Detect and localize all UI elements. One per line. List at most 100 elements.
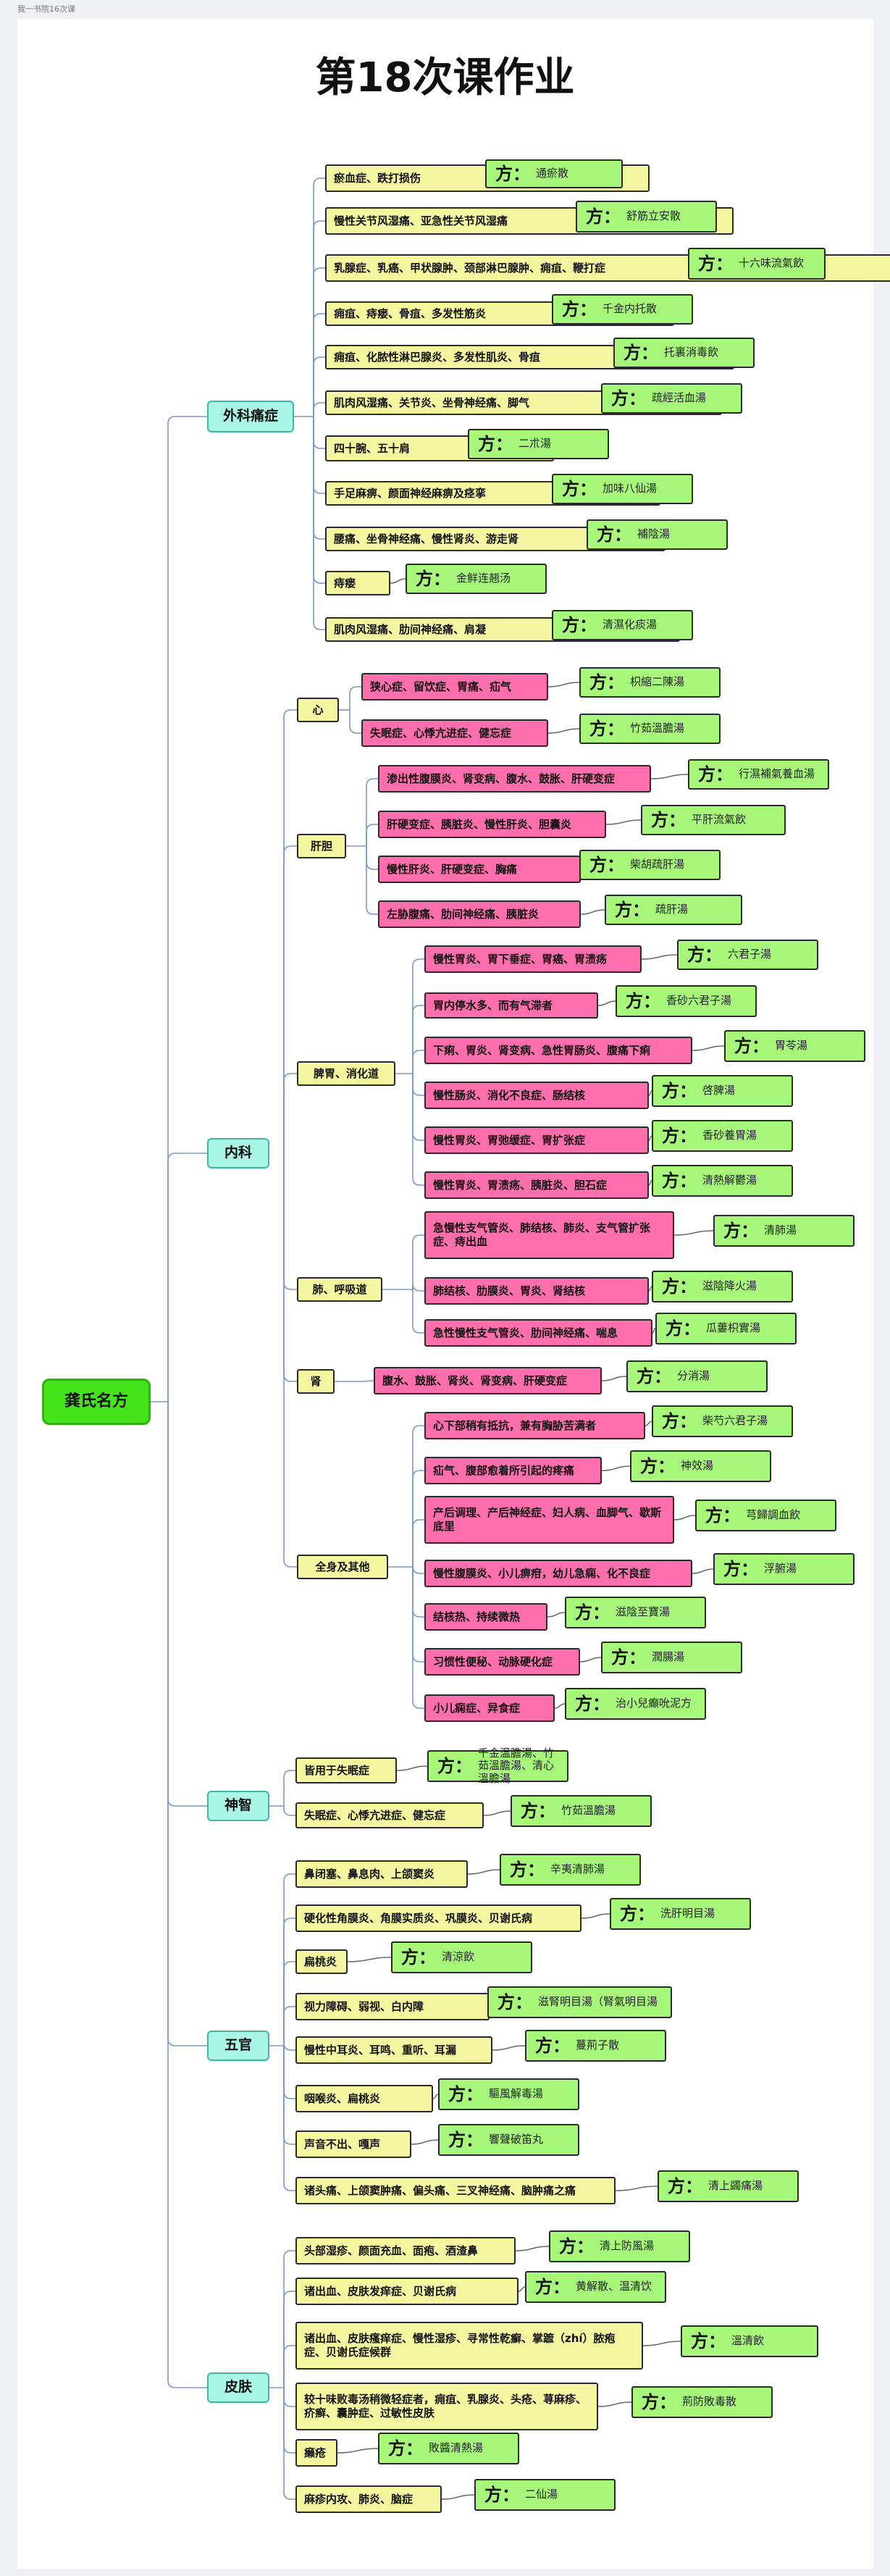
symptom-node[interactable]: 皆用于失眠症 [295,1757,397,1783]
formula-node[interactable]: 方：滋腎明目湯（腎氣明目湯 [487,1986,672,2018]
category-node[interactable]: 外科痛症 [207,401,294,432]
category-node[interactable]: 神智 [207,1791,269,1821]
category-node[interactable]: 五官 [207,2031,269,2061]
subcategory-node[interactable]: 肺、呼吸道 [297,1277,382,1302]
symptom-node[interactable]: 扁桃炎 [295,1949,348,1974]
formula-node[interactable]: 方：金鲜连翘汤 [406,564,547,594]
symptom-node[interactable]: 胃内停水多、而有气滞者 [424,992,598,1019]
formula-node[interactable]: 方：黄解散、温清饮 [525,2271,666,2303]
symptom-node[interactable]: 产后调理、产后神经症、妇人病、血脚气、歇斯底里 [424,1496,674,1544]
formula-node[interactable]: 方：行濕補氣養血湯 [688,759,829,790]
symptom-node[interactable]: 心下部稍有抵抗，兼有胸胁苦满者 [424,1412,645,1439]
formula-node[interactable]: 方：平肝流氣飲 [641,805,786,835]
formula-node[interactable]: 方：潤腸湯 [601,1642,742,1673]
formula-node[interactable]: 方：竹茹溫膽湯 [511,1795,652,1827]
document-tab-label[interactable]: 我一书院16次课 [17,4,75,14]
symptom-node[interactable]: 诸出血、皮肤瘙痒症、慢性湿疹、寻常性乾癬、掌蹠（zhí）脓疱症、贝谢氏症候群 [295,2322,643,2370]
formula-node[interactable]: 方：啓脾湯 [652,1075,793,1107]
root-node[interactable]: 龚氏名方 [42,1379,151,1425]
symptom-node[interactable]: 较十味败毒汤稍微轻症者，痈疽、乳腺炎、头疮、荨麻疹、疥癣、囊肿症、过敏性皮肤 [295,2383,598,2430]
symptom-node[interactable]: 慢性胃炎、胃溃疡、胰脏炎、胆石症 [424,1171,649,1199]
formula-node[interactable]: 方：舒筋立安散 [576,201,717,233]
symptom-node[interactable]: 慢性肠炎、消化不良症、肠结核 [424,1082,649,1109]
category-node[interactable]: 内科 [207,1138,269,1168]
symptom-node[interactable]: 慢性腹膜炎、小儿痹疳，幼儿急痫、化不良症 [424,1560,692,1587]
symptom-node[interactable]: 急慢性支气管炎、肺结核、肺炎、支气管扩张症、痔出血 [424,1211,674,1259]
symptom-node[interactable]: 肺结核、肋膜炎、胃炎、肾结核 [424,1277,649,1305]
symptom-node[interactable]: 咽喉炎、扁桃炎 [295,2085,433,2112]
formula-node[interactable]: 方：驅風解毒湯 [438,2078,579,2110]
symptom-node[interactable]: 左胁腹痛、肋间神经痛、胰脏炎 [378,900,581,928]
symptom-node[interactable]: 肝硬变症、胰脏炎、慢性肝炎、胆囊炎 [378,811,606,838]
symptom-node[interactable]: 渗出性腹膜炎、肾变病、腹水、鼓胀、肝硬变症 [378,765,651,793]
formula-node[interactable]: 方：柴胡疏肝湯 [579,850,721,880]
formula-node[interactable]: 方：清肺湯 [713,1215,855,1247]
symptom-node[interactable]: 腹水、鼓胀、肾炎、肾变病、肝硬变症 [374,1367,602,1394]
formula-node[interactable]: 方：辛夷清肺湯 [500,1854,641,1886]
formula-node[interactable]: 方：千金温膽湯、竹茹溫膽湯、清心溫膽湯 [427,1747,568,1784]
formula-node[interactable]: 方：浮腑湯 [713,1553,855,1585]
formula-node[interactable]: 方：敗醬清熱湯 [378,2433,519,2464]
formula-node[interactable]: 方：胃苓湯 [724,1030,865,1062]
symptom-node[interactable]: 声音不出、嘎声 [295,2130,411,2158]
formula-node[interactable]: 方：響聲破笛丸 [438,2124,579,2156]
formula-node[interactable]: 方：枳縮二陳湯 [579,667,721,698]
symptom-node[interactable]: 慢性胃炎、胃下垂症、胃癌、胃溃疡 [424,945,642,973]
formula-node[interactable]: 方：香砂六君子湯 [616,985,757,1017]
symptom-node[interactable]: 鼻闭塞、鼻息肉、上颌窦炎 [295,1860,468,1888]
symptom-node[interactable]: 下痢、胃炎、肾变病、急性胃肠炎、腹痛下痢 [424,1037,692,1064]
formula-node[interactable]: 方：柴芍六君子湯 [652,1405,793,1437]
formula-node[interactable]: 方：竹茹溫膽湯 [579,714,721,744]
formula-node[interactable]: 方：神效湯 [630,1450,771,1482]
formula-node[interactable]: 方：二朮湯 [468,429,609,459]
formula-node[interactable]: 方：荊防敗毒散 [631,2386,773,2418]
category-node[interactable]: 皮肤 [207,2372,269,2403]
symptom-node[interactable]: 小儿痫症、异食症 [424,1694,555,1722]
subcategory-node[interactable]: 脾胃、消化道 [297,1061,395,1086]
symptom-node[interactable]: 急性慢性支气管炎、肋间神经痛、喘息 [424,1319,652,1347]
formula-node[interactable]: 方：蔓荊子散 [525,2030,666,2062]
subcategory-node[interactable]: 心 [297,698,339,722]
subcategory-node[interactable]: 肝胆 [297,834,346,858]
formula-node[interactable]: 方：六君子湯 [677,940,818,970]
formula-node[interactable]: 方：芎歸調血飲 [695,1500,836,1531]
symptom-node[interactable]: 头部湿疹、颜面充血、面疱、酒渣鼻 [295,2237,516,2265]
formula-node[interactable]: 方：分消湯 [626,1360,768,1392]
formula-node[interactable]: 方：加味八仙湯 [552,474,693,504]
symptom-node[interactable]: 诸头痛、上颌窦肿痛、偏头痛、三叉神经痛、脑肿痛之痛 [295,2177,616,2204]
symptom-node[interactable]: 习惯性便秘、动脉硬化症 [424,1648,580,1676]
symptom-node[interactable]: 失眠症、心悸亢进症、健忘症 [295,1802,484,1828]
formula-node[interactable]: 方：滋陰降火湯 [652,1271,793,1302]
symptom-node[interactable]: 慢性中耳炎、耳鸣、重听、耳漏 [295,2036,492,2064]
formula-node[interactable]: 方：疏經活血湯 [601,383,742,414]
symptom-node[interactable]: 痔瘘 [325,571,390,595]
symptom-node[interactable]: 诸出血、皮肤发痒症、贝谢氏病 [295,2278,519,2305]
formula-node[interactable]: 方：托裏消毒飲 [613,338,755,368]
symptom-node[interactable]: 慢性肝炎、肝硬变症、胸痛 [378,856,581,883]
formula-node[interactable]: 方：千金内托散 [552,294,693,325]
formula-node[interactable]: 方：補陰湯 [587,519,728,550]
formula-node[interactable]: 方：二仙湯 [474,2479,616,2511]
formula-node[interactable]: 方：通瘀散 [485,159,623,188]
symptom-node[interactable]: 癞疮 [295,2439,337,2467]
symptom-node[interactable]: 结核热、持续微热 [424,1603,547,1631]
symptom-node[interactable]: 麻疹内攻、肺炎、脑症 [295,2485,442,2513]
formula-node[interactable]: 方：滋陰至寶湯 [565,1597,706,1628]
formula-node[interactable]: 方：治小兒癲吮泥方 [565,1688,706,1720]
formula-node[interactable]: 方：清涼飲 [391,1941,532,1973]
formula-node[interactable]: 方：清上蠲痛湯 [658,2170,799,2202]
symptom-node[interactable]: 狭心症、留饮症、胃痛、疝气 [361,673,548,701]
formula-node[interactable]: 方：溫清飲 [681,2325,818,2357]
formula-node[interactable]: 方：洗肝明目湯 [610,1898,751,1930]
formula-node[interactable]: 方：清熱解鬱湯 [652,1165,793,1197]
symptom-node[interactable]: 视力障碍、弱视、白内障 [295,1993,490,2020]
formula-node[interactable]: 方：香砂養胃湯 [652,1120,793,1152]
formula-node[interactable]: 方：疏肝湯 [605,895,742,925]
formula-node[interactable]: 方：清濕化痰湯 [552,610,693,640]
formula-node[interactable]: 方：十六味流氣飲 [688,248,826,280]
subcategory-node[interactable]: 肾 [297,1369,335,1394]
formula-node[interactable]: 方：瓜蔞枳實湯 [655,1313,797,1345]
symptom-node[interactable]: 硬化性角膜炎、角膜实质炎、巩膜炎、贝谢氏病 [295,1904,582,1932]
symptom-node[interactable]: 疝气、腹部愈着所引起的疼痛 [424,1457,602,1484]
symptom-node[interactable]: 失眠症、心悸亢进症、健忘症 [361,719,548,747]
